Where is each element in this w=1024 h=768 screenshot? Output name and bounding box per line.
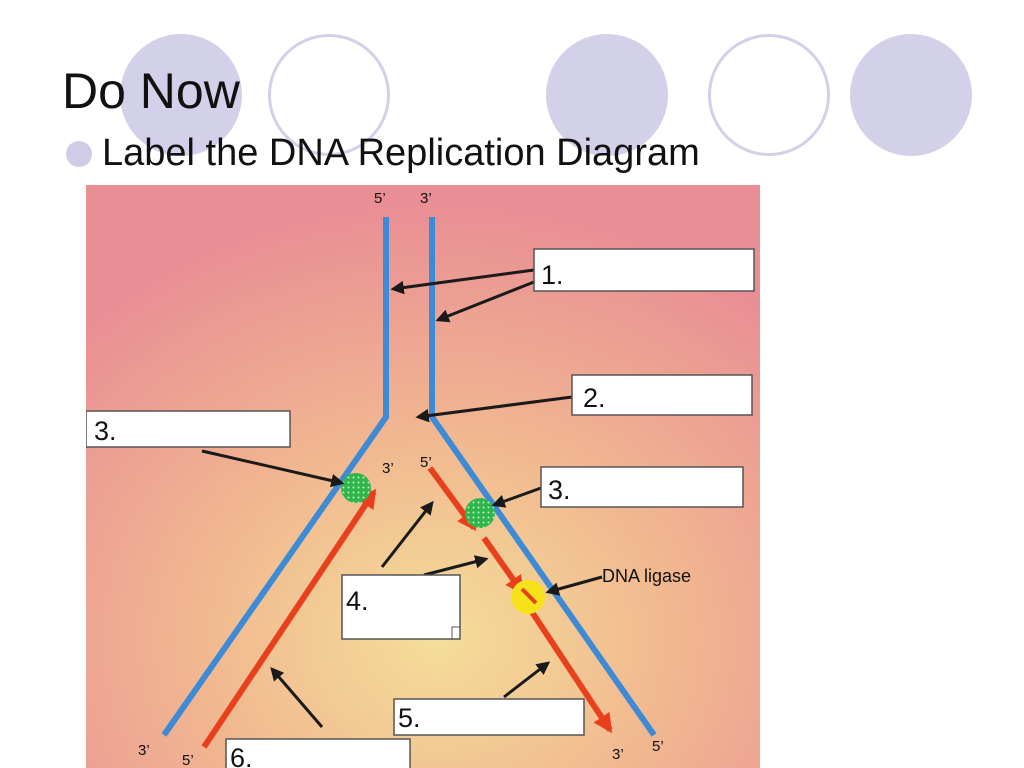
arrow-2 [415,395,573,423]
label-box-6: 6. [225,738,411,768]
label-box-5-text: 5. [398,703,421,733]
leading-strand [201,488,377,749]
circle-bullet-icon [66,140,92,167]
arrow-ligase [545,575,603,596]
label-box-2-text: 2. [583,383,606,413]
label-box-3-left-text: 3. [94,416,117,446]
decor-circle-4 [708,34,830,156]
okazaki-fragment-2 [481,536,525,596]
arrow-4b [423,555,489,577]
strand-end-bottom-right-outer: 5’ [652,738,664,755]
decor-circle-3 [546,34,668,156]
label-box-1: 1. [533,248,755,292]
decor-circle-1 [120,34,242,156]
arrow-4a [380,500,434,568]
arrow-3-right [491,486,542,508]
label-box-4: 4. [341,574,461,640]
dna-polymerase-icon [465,498,495,528]
parent-strand-left [161,217,389,737]
strand-end-bottom-left-outer: 3’ [138,742,150,759]
strand-end-top-right: 3’ [420,190,432,207]
decor-circle-5 [850,34,972,156]
label-box-4-text: 4. [346,586,369,616]
arrow-5 [503,661,551,699]
lagging-primer-end: 5’ [420,454,432,471]
arrow-1a [390,268,535,295]
label-box-5: 5. [393,698,585,736]
label-box-3-right-text: 3. [548,475,571,505]
decor-circle-2 [268,34,390,156]
label-box-3-left: 3. [86,410,291,448]
slide-title: Do Now [62,63,240,119]
dna-polymerase-icon [341,473,371,503]
label-box-6-text: 6. [230,743,253,768]
bullet-row: Label the DNA Replication Diagram [66,132,700,175]
bullet-text: Label the DNA Replication Diagram [102,132,700,174]
strand-end-bottom-right-inner: 3’ [612,746,624,763]
dna-ligase-label: DNA ligase [602,566,691,586]
okazaki-fragment-3 [529,610,613,734]
dna-replication-diagram: 5’ 3’ 3’ 5’ 3’ 5’ 3’ 5’ 1. 2. 3. 3. 4. 5… [86,185,760,768]
label-box-2: 2. [571,374,753,416]
arrow-1b [435,280,535,323]
arrow-3-left [201,449,345,488]
arrow-6 [270,666,324,728]
leading-primer-end: 3’ [382,460,394,477]
dna-ligase-icon [511,580,545,614]
label-box-1-text: 1. [541,260,564,290]
label-box-3-right: 3. [540,466,744,508]
strand-end-bottom-left-inner: 5’ [182,752,194,768]
strand-end-top-left: 5’ [374,190,386,207]
